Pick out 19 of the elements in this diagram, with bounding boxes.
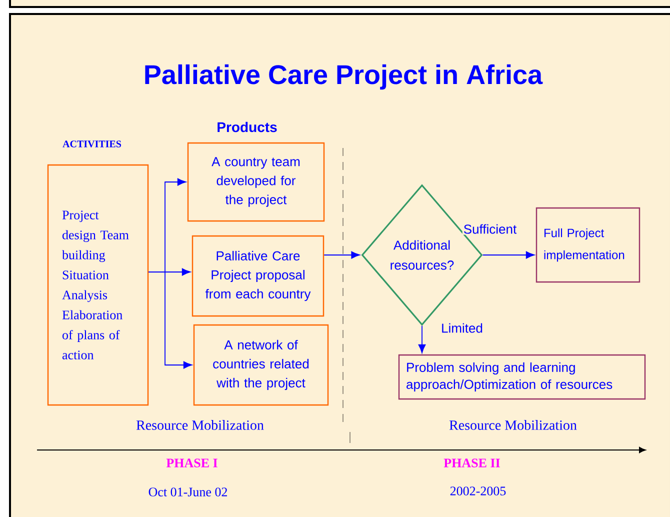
phase-label: Resource Mobilization	[449, 420, 577, 430]
product-box: A network of countries related with the project	[193, 324, 329, 406]
outcome-box: Full Project implementation	[536, 207, 640, 283]
phase-name: PHASE II	[444, 458, 500, 468]
phase-label: Resource Mobilization	[136, 420, 264, 430]
date-range: 2002-2005	[450, 486, 506, 496]
slide-title: Palliative Care Project in Africa	[145, 64, 543, 90]
arrow	[148, 272, 192, 369]
edge-label: Sufficient	[462, 223, 518, 235]
arrow	[418, 325, 426, 354]
activities-box: Project design Team building Situation Analysis Elaboration of plans of action	[47, 164, 149, 406]
product-box: A country team developed for the project	[187, 142, 325, 222]
phase-name: PHASE I	[166, 458, 218, 468]
arrow	[482, 251, 535, 259]
column-heading: ACTIVITIES	[62, 140, 122, 148]
outcome-box: Problem solving and learning approach/Optimization of resources	[398, 354, 646, 400]
date-range: Oct 01-June 02	[148, 488, 227, 496]
product-box: Palliative Care Project proposal from each country	[192, 235, 324, 317]
arrow	[324, 251, 360, 259]
